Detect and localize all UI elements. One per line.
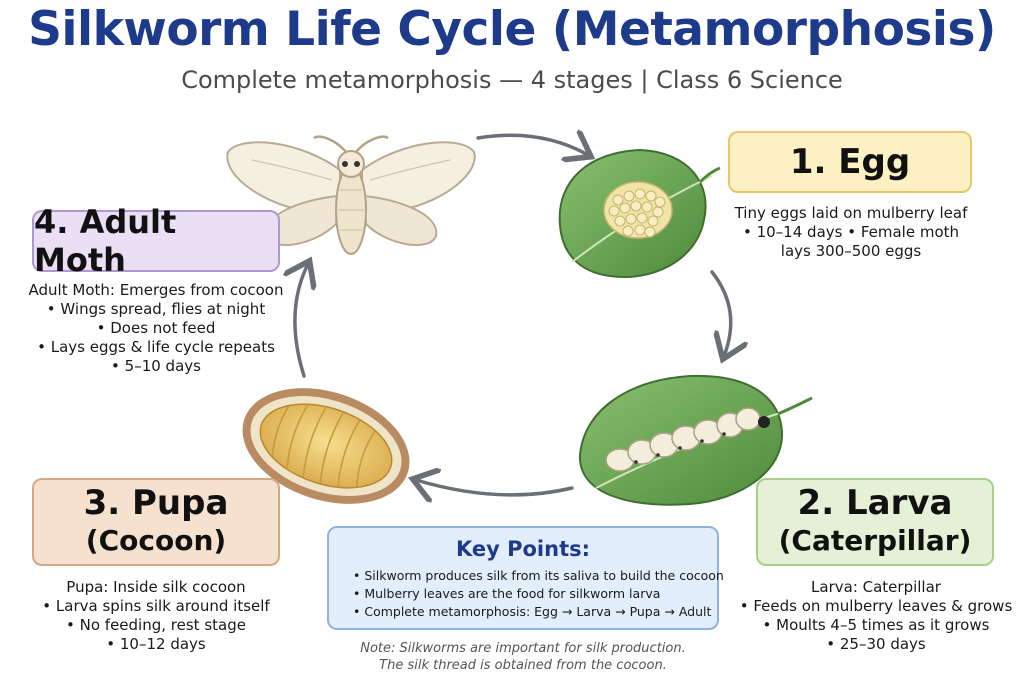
footnote: Note: Silkworms are important for silk p… xyxy=(300,640,746,674)
page-subtitle: Complete metamorphosis — 4 stages | Clas… xyxy=(181,66,843,94)
footnote-line: Note: Silkworms are important for silk p… xyxy=(360,641,686,656)
larva-stage-label: 2. Larva (Caterpillar) xyxy=(756,478,994,566)
egg-desc-line: Tiny eggs laid on mulberry leaf xyxy=(734,204,968,222)
key-point-item: • Silkworm produces silk from its saliva… xyxy=(353,568,724,583)
larva-desc-line: • 25–30 days xyxy=(826,635,926,653)
cycle-arrow-icon xyxy=(476,135,588,155)
moth-illustration xyxy=(226,135,476,255)
larva-stage-title: 2. Larva xyxy=(797,483,953,523)
footnote-line: The silk thread is obtained from the coc… xyxy=(379,658,667,673)
cocoon-illustration xyxy=(242,388,410,504)
adult-stage-label: 4. Adult Moth xyxy=(32,203,280,279)
larva-stage-subtitle: (Caterpillar) xyxy=(778,524,972,557)
larva-desc-line: • Feeds on mulberry leaves & grows xyxy=(739,597,1013,615)
adult-desc-line: • Lays eggs & life cycle repeats xyxy=(37,338,275,356)
egg-stage-title: 1. Egg xyxy=(789,142,911,182)
adult-desc-line: • Wings spread, flies at night xyxy=(46,300,266,318)
page-title: Silkworm Life Cycle (Metamorphosis) xyxy=(28,2,996,57)
egg-desc-line: • 10–14 days • Female moth xyxy=(742,223,960,241)
pupa-desc-line: • Larva spins silk around itself xyxy=(42,597,270,615)
adult-desc-line: • Does not feed xyxy=(96,319,216,337)
adult-desc-line: • 5–10 days xyxy=(111,357,201,375)
cycle-arrow-icon xyxy=(416,480,574,495)
pupa-desc-line: Pupa: Inside silk cocoon xyxy=(66,578,246,596)
larva-stage-description: Larva: Caterpillar • Feeds on mulberry l… xyxy=(736,578,1016,654)
egg-stage-label: 1. Egg xyxy=(728,131,972,193)
adult-desc-line: Adult Moth: Emerges from cocoon xyxy=(28,281,284,299)
egg-leaf-illustration xyxy=(558,148,721,278)
larva-leaf-illustration xyxy=(578,374,813,506)
pupa-desc-line: • No feeding, rest stage xyxy=(66,616,246,634)
pupa-desc-line: • 10–12 days xyxy=(106,635,206,653)
egg-stage-description: Tiny eggs laid on mulberry leaf • 10–14 … xyxy=(720,204,982,261)
adult-stage-description: Adult Moth: Emerges from cocoon • Wings … xyxy=(20,281,292,376)
cycle-arrow-icon xyxy=(710,270,731,356)
key-point-item: • Mulberry leaves are the food for silkw… xyxy=(353,586,661,601)
pupa-stage-subtitle: (Cocoon) xyxy=(85,524,227,557)
adult-stage-title: 4. Adult Moth xyxy=(34,203,177,279)
pupa-stage-label: 3. Pupa (Cocoon) xyxy=(32,478,280,566)
key-points-box: Key Points: • Silkworm produces silk fro… xyxy=(327,526,724,630)
key-points-title: Key Points: xyxy=(455,537,591,561)
larva-desc-line: • Moults 4–5 times as it grows xyxy=(762,616,990,634)
key-point-item: • Complete metamorphosis: Egg → Larva → … xyxy=(353,604,712,619)
key-points-list: • Silkworm produces silk from its saliva… xyxy=(353,567,724,621)
egg-desc-line: lays 300–500 eggs xyxy=(780,242,922,260)
cycle-arrow-icon xyxy=(295,264,308,378)
pupa-stage-title: 3. Pupa xyxy=(83,483,229,523)
pupa-stage-description: Pupa: Inside silk cocoon • Larva spins s… xyxy=(30,578,282,654)
larva-desc-line: Larva: Caterpillar xyxy=(811,578,941,596)
